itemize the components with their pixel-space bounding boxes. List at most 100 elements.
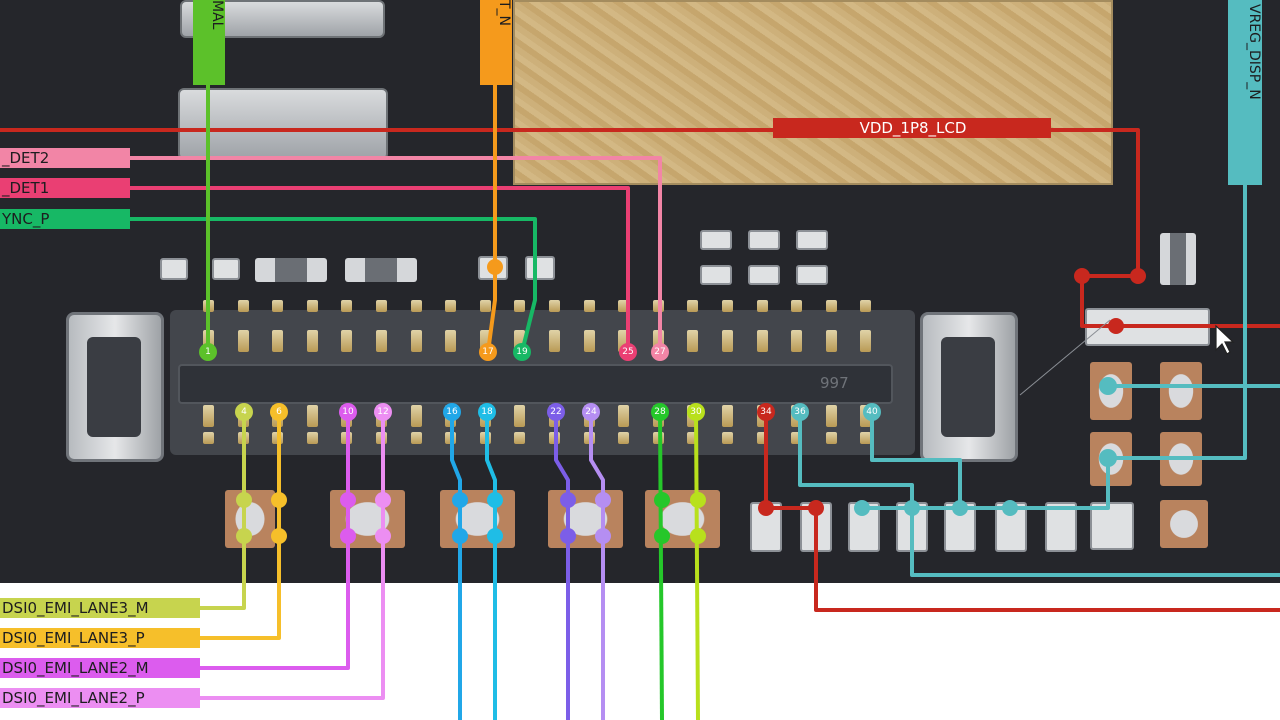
- label-lane2m: DSI0_EMI_LANE2_M: [0, 658, 200, 678]
- connector-pin: [687, 432, 699, 444]
- trace-det2: [130, 156, 662, 352]
- trace-pin34: [764, 412, 1280, 612]
- connector-pin: [514, 405, 526, 427]
- capacitor: [748, 230, 780, 250]
- trace-lane3p: [200, 412, 281, 640]
- test-point: [340, 528, 356, 544]
- pin-number: 12: [377, 407, 388, 417]
- pin-number: 30: [690, 407, 702, 417]
- test-point: [375, 528, 391, 544]
- test-point: [1108, 318, 1124, 334]
- pin-marker: [374, 403, 392, 421]
- connector-pin: [306, 330, 318, 352]
- connector-pin: [825, 432, 837, 444]
- shield-clip-middle: [178, 88, 388, 160]
- trace-lane3m: [200, 412, 246, 610]
- trace-teal-b: [798, 412, 1280, 577]
- connector-pin: [687, 330, 699, 352]
- pin-marker: [513, 343, 531, 361]
- test-point: [452, 492, 468, 508]
- trace-det1: [130, 186, 630, 352]
- copper-pad: [1160, 362, 1202, 420]
- test-point: [271, 528, 287, 544]
- connector-pin: [237, 300, 249, 312]
- label-lane3m: DSI0_EMI_LANE3_M: [0, 598, 200, 618]
- test-point: [952, 500, 968, 516]
- test-point: [808, 500, 824, 516]
- label-lane2p: DSI0_EMI_LANE2_P: [0, 688, 200, 708]
- pin-marker: [582, 403, 600, 421]
- connector-pin: [479, 330, 491, 352]
- connector-pin: [237, 330, 249, 352]
- trace-pin24: [589, 412, 605, 720]
- pin-marker: [757, 403, 775, 421]
- label-vreg-disp-n: VREG_DISP_N: [1228, 0, 1262, 185]
- pin-number: 27: [654, 347, 665, 357]
- connector-pin: [756, 432, 768, 444]
- pin-marker: [547, 403, 565, 421]
- test-point: [758, 500, 774, 516]
- connector-right-end: [920, 312, 1018, 462]
- trace-pin18: [485, 412, 497, 720]
- connector-pin: [410, 300, 422, 312]
- label-det2: _DET2: [0, 148, 130, 168]
- connector-pin: [825, 405, 837, 427]
- test-point: [654, 528, 670, 544]
- label-det1: _DET1: [0, 178, 130, 198]
- pin-marker: [443, 403, 461, 421]
- connector-pin: [514, 300, 526, 312]
- label-sync: YNC_P: [0, 209, 130, 229]
- connector-pin: [583, 330, 595, 352]
- connector-left-end: [66, 312, 164, 462]
- connector-pin: [860, 300, 872, 312]
- connector-pin: [583, 300, 595, 312]
- pin-number: 28: [654, 407, 666, 417]
- capacitor: [796, 265, 828, 285]
- pin-marker: [199, 343, 217, 361]
- pin-number: 16: [446, 407, 458, 417]
- trace-pin16: [450, 412, 462, 720]
- connector-pin: [618, 330, 630, 352]
- pin-marker: [270, 403, 288, 421]
- test-point: [236, 528, 252, 544]
- connector-pin: [860, 432, 872, 444]
- capacitor: [212, 258, 240, 280]
- trace-pin22: [554, 412, 570, 720]
- test-point: [1099, 377, 1117, 395]
- mouse-cursor-icon: [1215, 324, 1235, 355]
- connector-pin: [791, 330, 803, 352]
- pin-marker: [863, 403, 881, 421]
- capacitor: [1045, 502, 1077, 552]
- connector-pin: [410, 330, 422, 352]
- connector-pin: [687, 300, 699, 312]
- pin-marker: [619, 343, 637, 361]
- connector-pin: [722, 300, 733, 312]
- connector-pin: [479, 300, 491, 312]
- connector-pin: [376, 330, 387, 352]
- trace-faint: [1019, 319, 1111, 396]
- part-mark: 997: [820, 374, 849, 392]
- test-point: [654, 492, 670, 508]
- pin-number: 6: [276, 407, 282, 417]
- capacitor: [796, 230, 828, 250]
- pin-number: 40: [866, 407, 878, 417]
- connector-pin: [791, 432, 803, 444]
- trace-pin28: [658, 411, 664, 720]
- connector-pin: [341, 300, 353, 312]
- connector-pin: [306, 300, 318, 312]
- test-point: [560, 528, 576, 544]
- test-point: [595, 492, 611, 508]
- test-point: [854, 500, 870, 516]
- connector-pin: [203, 405, 214, 427]
- gold-shield-pad: [513, 0, 1113, 185]
- label-lane3p: DSI0_EMI_LANE3_P: [0, 628, 200, 648]
- connector-pin: [272, 330, 284, 352]
- pin-number: 17: [482, 347, 493, 357]
- test-points: [236, 259, 1146, 544]
- connector-pin: [410, 432, 422, 444]
- trace-vdd-right: [1080, 276, 1280, 328]
- connector-pin: [722, 432, 733, 444]
- label-vdd-1p8-lcd: VDD_1P8_LCD: [773, 118, 1051, 138]
